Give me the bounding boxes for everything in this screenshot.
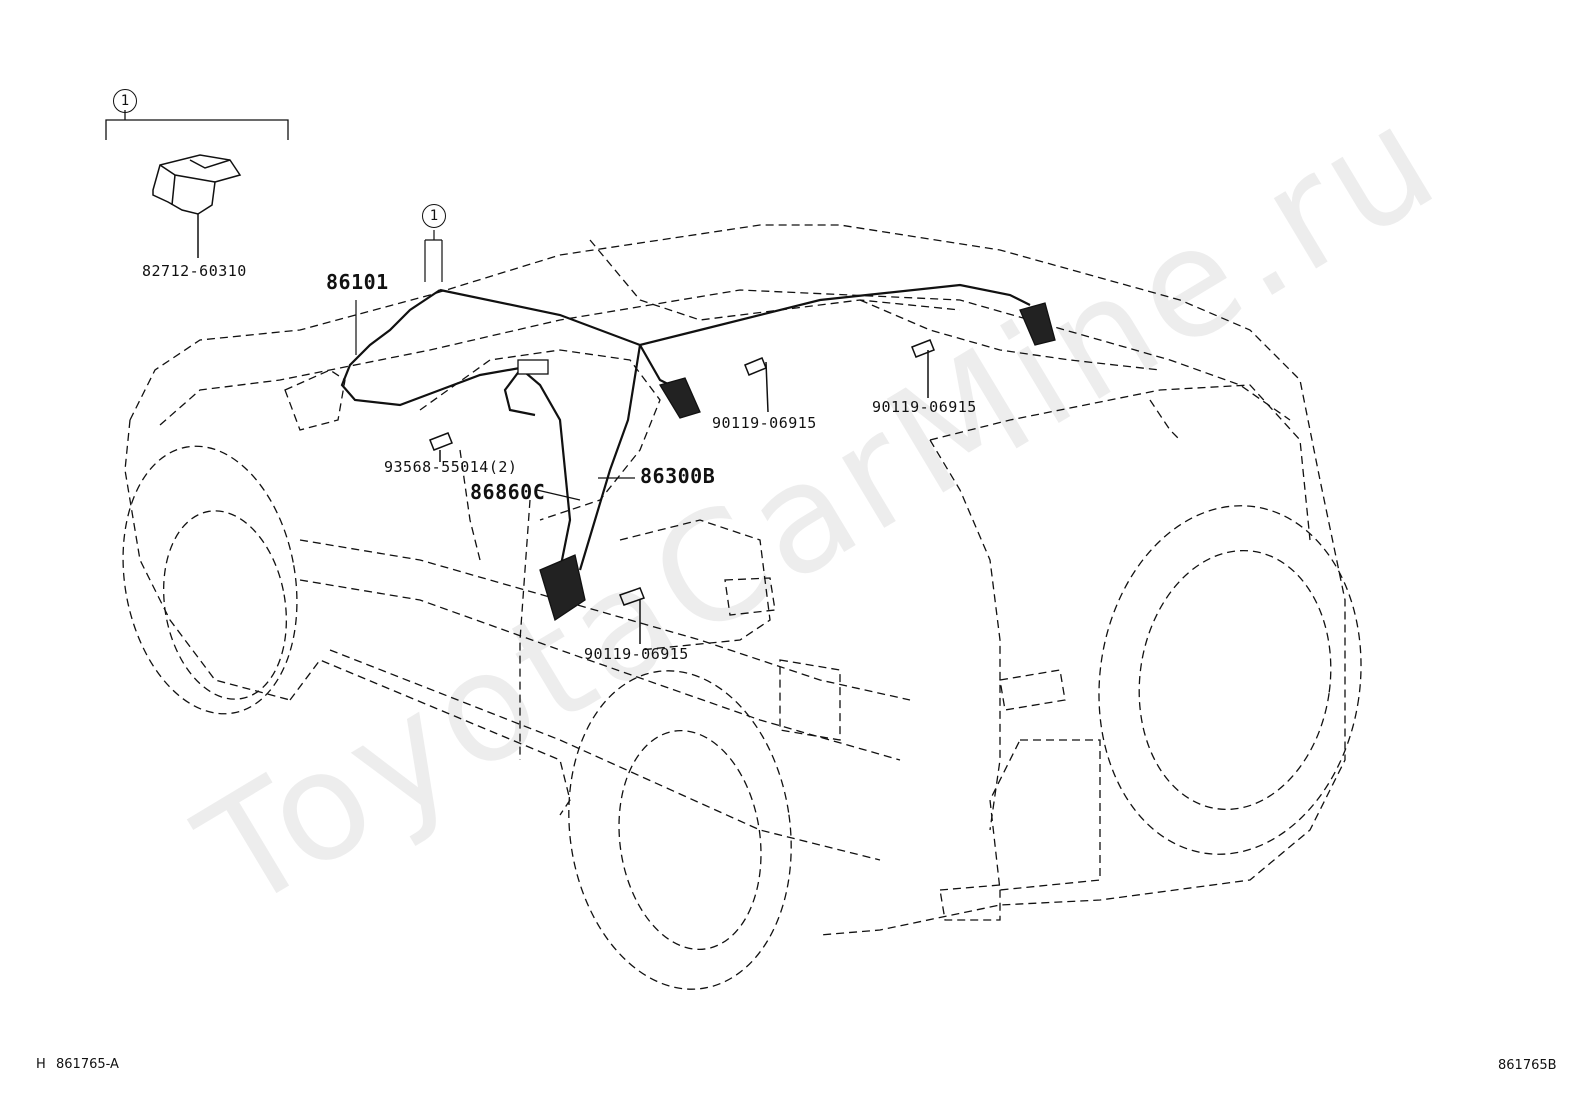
bolt-icon-93568 bbox=[429, 432, 453, 462]
wheels bbox=[122, 445, 1362, 990]
bolt-icon-right bbox=[911, 339, 935, 398]
vehicle-outline bbox=[124, 224, 1346, 936]
part-number-90119-06915-right[interactable]: 90119-06915 bbox=[872, 398, 977, 416]
ref-bracket-top-left bbox=[105, 110, 289, 140]
bolt-icon-mid bbox=[744, 357, 769, 413]
harness-connectors bbox=[517, 302, 1056, 622]
connector-part-icon bbox=[152, 154, 242, 258]
part-number-90119-06915-mid[interactable]: 90119-06915 bbox=[712, 414, 817, 432]
part-number-86101[interactable]: 86101 bbox=[326, 270, 389, 294]
bolt-icons bbox=[429, 339, 935, 644]
bolt-icon-low bbox=[619, 587, 645, 644]
part-number-86860c[interactable]: 86860C bbox=[470, 480, 546, 504]
footer-ref-code: 861765B bbox=[1498, 1058, 1557, 1073]
wire-harness bbox=[340, 283, 1031, 571]
side-mirror bbox=[284, 369, 346, 431]
ref-number-1-harness[interactable]: 1 bbox=[422, 204, 446, 228]
part-number-90119-06915-low[interactable]: 90119-06915 bbox=[584, 645, 689, 663]
part-number-86300b[interactable]: 86300B bbox=[640, 464, 716, 488]
footer-code: 861765-A bbox=[56, 1057, 119, 1072]
part-number-82712-60310[interactable]: 82712-60310 bbox=[142, 262, 247, 280]
ref-number-1-top-left[interactable]: 1 bbox=[113, 89, 137, 113]
part-number-93568-55014[interactable]: 93568-55014(2) bbox=[384, 458, 518, 476]
footer-prefix: H bbox=[36, 1057, 46, 1072]
leader-lines bbox=[355, 230, 635, 501]
